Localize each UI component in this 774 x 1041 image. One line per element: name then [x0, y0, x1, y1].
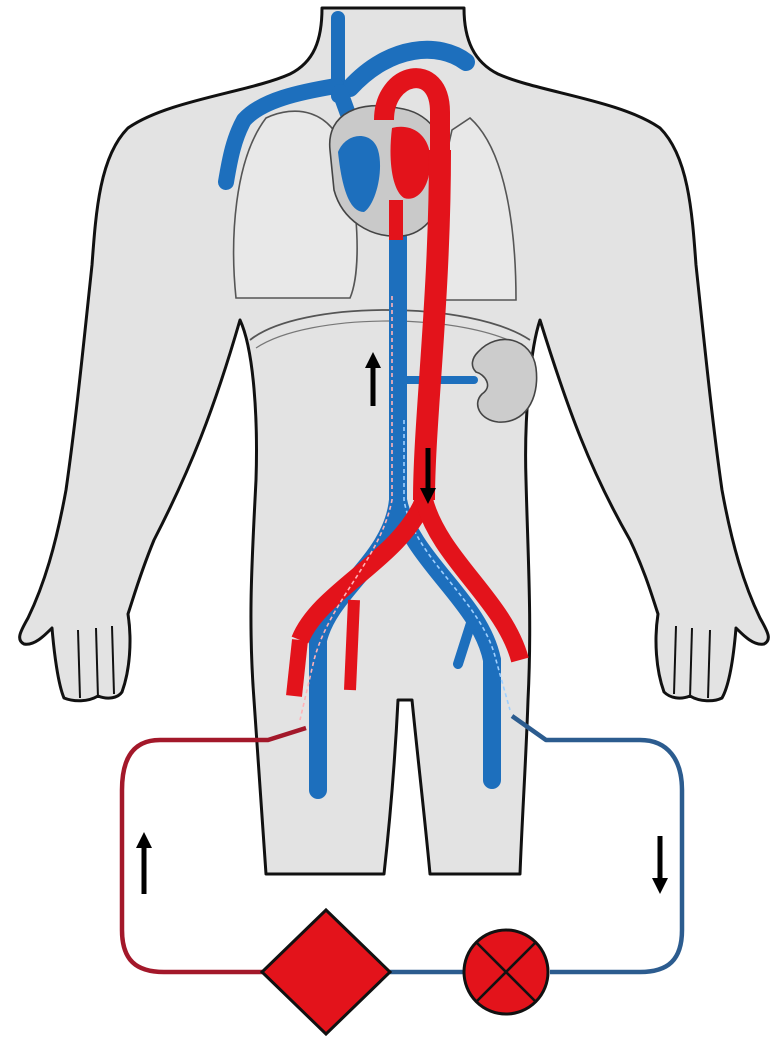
drain-line [512, 716, 682, 972]
pump-icon [464, 930, 548, 1014]
internal-iliac-left [350, 600, 354, 690]
oxygenator-icon [262, 910, 390, 1034]
femoral-artery-left [294, 640, 300, 696]
